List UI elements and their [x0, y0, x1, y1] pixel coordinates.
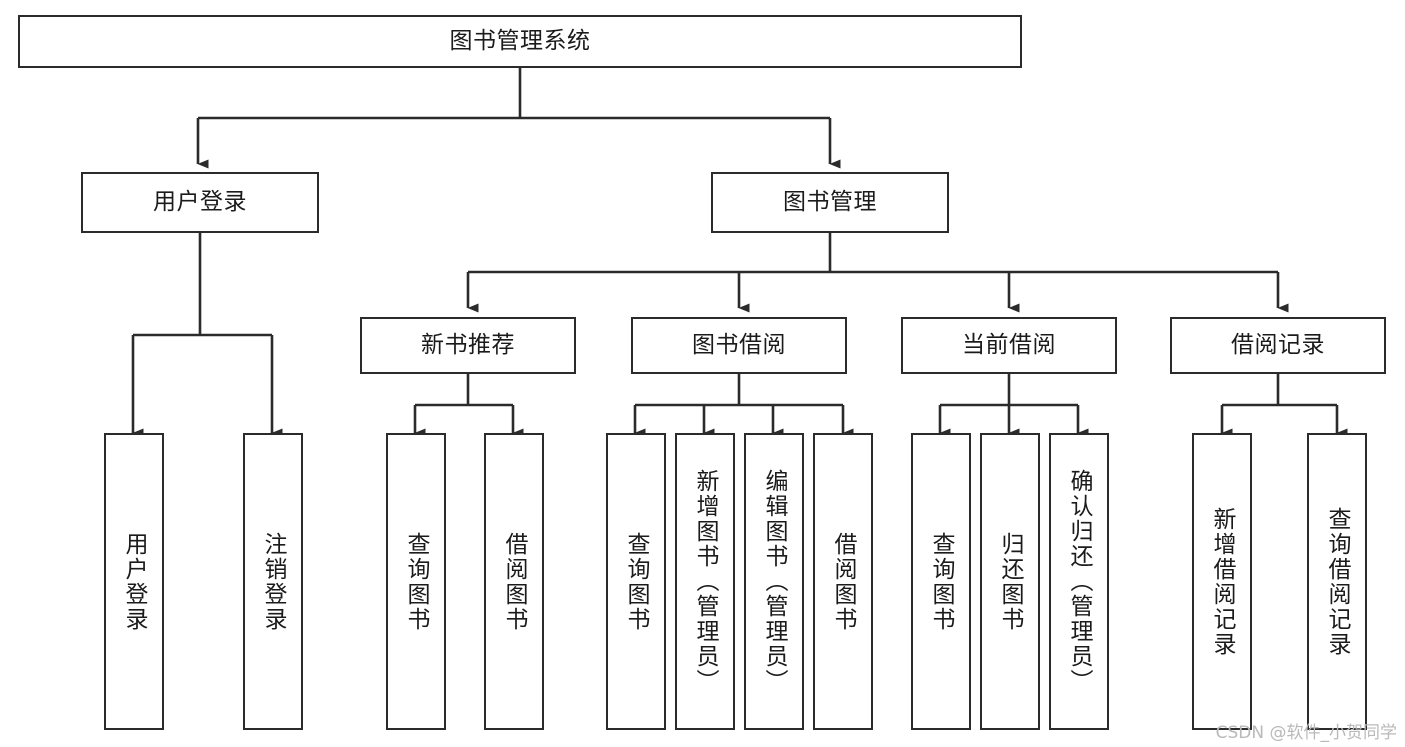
- node-leaf-record-query-label: 查询借阅记录: [1324, 506, 1351, 657]
- csdn-watermark: CSDN @软件_小贺同学: [1215, 723, 1397, 743]
- node-leaf-record-add-label: 新增借阅记录: [1209, 506, 1236, 657]
- node-leaf-user-login[interactable]: 用户登录: [104, 433, 164, 730]
- node-leaf-newbook-borrow-book-label: 借阅图书: [501, 531, 528, 632]
- node-new-book-recommend-label: 新书推荐: [421, 331, 515, 358]
- node-leaf-borrow-borrow-book-label: 借阅图书: [830, 531, 857, 632]
- node-book-management[interactable]: 图书管理: [711, 172, 949, 233]
- node-leaf-record-add[interactable]: 新增借阅记录: [1192, 433, 1252, 730]
- node-leaf-borrow-borrow-book[interactable]: 借阅图书: [813, 433, 873, 730]
- node-leaf-current-return-book[interactable]: 归还图书: [980, 433, 1040, 730]
- node-leaf-borrow-edit-book-admin[interactable]: 编辑图书（管理员）: [744, 433, 804, 730]
- node-leaf-current-return-book-label: 归还图书: [997, 531, 1024, 632]
- node-leaf-borrow-add-book-admin-label: 新增图书（管理员）: [692, 469, 719, 694]
- node-root-label: 图书管理系统: [449, 27, 591, 54]
- node-book-management-label: 图书管理: [783, 188, 877, 215]
- node-leaf-newbook-query-book[interactable]: 查询图书: [386, 433, 446, 730]
- node-book-borrow-label: 图书借阅: [692, 331, 786, 358]
- node-user-login-label: 用户登录: [153, 188, 247, 215]
- node-book-borrow[interactable]: 图书借阅: [631, 317, 847, 374]
- node-leaf-logout-label: 注销登录: [260, 531, 287, 632]
- node-current-borrow[interactable]: 当前借阅: [901, 317, 1117, 374]
- node-leaf-current-confirm-return-admin-label: 确认归还（管理员）: [1066, 469, 1093, 694]
- node-current-borrow-label: 当前借阅: [962, 331, 1056, 358]
- node-leaf-user-login-label: 用户登录: [121, 531, 148, 632]
- node-new-book-recommend[interactable]: 新书推荐: [360, 317, 576, 374]
- node-leaf-current-query-book[interactable]: 查询图书: [911, 433, 971, 730]
- node-leaf-logout[interactable]: 注销登录: [243, 433, 303, 730]
- node-leaf-borrow-add-book-admin[interactable]: 新增图书（管理员）: [675, 433, 735, 730]
- node-leaf-record-query[interactable]: 查询借阅记录: [1307, 433, 1367, 730]
- node-leaf-borrow-query-book[interactable]: 查询图书: [606, 433, 666, 730]
- node-user-login[interactable]: 用户登录: [81, 172, 319, 233]
- node-leaf-current-confirm-return-admin[interactable]: 确认归还（管理员）: [1049, 433, 1109, 730]
- node-borrow-record-label: 借阅记录: [1231, 331, 1325, 358]
- node-leaf-newbook-query-book-label: 查询图书: [403, 531, 430, 632]
- node-root-book-management-system[interactable]: 图书管理系统: [18, 15, 1022, 68]
- node-leaf-borrow-query-book-label: 查询图书: [623, 531, 650, 632]
- node-leaf-newbook-borrow-book[interactable]: 借阅图书: [484, 433, 544, 730]
- node-borrow-record[interactable]: 借阅记录: [1170, 317, 1386, 374]
- node-leaf-borrow-edit-book-admin-label: 编辑图书（管理员）: [761, 469, 788, 694]
- node-leaf-current-query-book-label: 查询图书: [928, 531, 955, 632]
